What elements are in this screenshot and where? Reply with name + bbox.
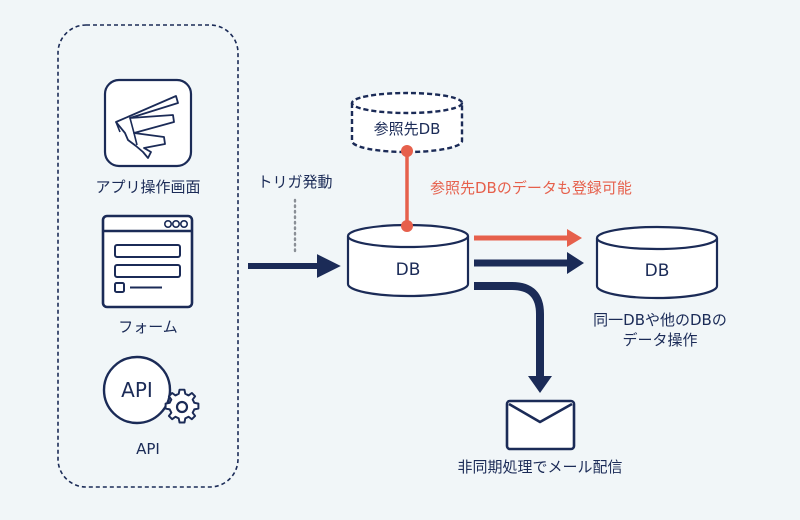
api-gear-icon: API — [102, 355, 200, 425]
trigger-label: トリガ発動 — [257, 173, 333, 191]
main-db-label: DB — [396, 260, 421, 280]
source-group-container — [57, 24, 239, 488]
envelope-icon — [505, 399, 576, 451]
target-db-caption-line1: 同一DBや他のDBの — [593, 311, 727, 329]
reference-data-arrowhead — [567, 229, 582, 247]
app-screen-label: アプリ操作画面 — [95, 178, 201, 196]
reference-db-cylinder — [350, 91, 464, 154]
api-label: API — [136, 440, 160, 458]
form-window-icon — [101, 214, 194, 309]
reference-connector-dot-bottom — [401, 220, 413, 232]
app-screen-icon — [103, 78, 193, 168]
target-db-label: DB — [645, 261, 670, 281]
main-db-cylinder: DB — [346, 223, 470, 298]
reference-note-label: 参照先DBのデータも登録可能 — [430, 179, 632, 197]
mail-arrowhead — [528, 376, 552, 393]
target-db-caption-line2: データ操作 — [622, 331, 698, 349]
reference-db-label: 参照先DB — [373, 120, 441, 138]
target-db-cylinder: DB — [595, 225, 719, 300]
reference-connector-dot-top — [401, 145, 413, 157]
api-icon-text: API — [121, 378, 153, 402]
form-label: フォーム — [118, 318, 178, 336]
mail-arrow — [474, 282, 544, 378]
mail-label: 非同期処理でメール配信 — [457, 458, 623, 476]
data-operation-arrowhead — [567, 252, 584, 274]
